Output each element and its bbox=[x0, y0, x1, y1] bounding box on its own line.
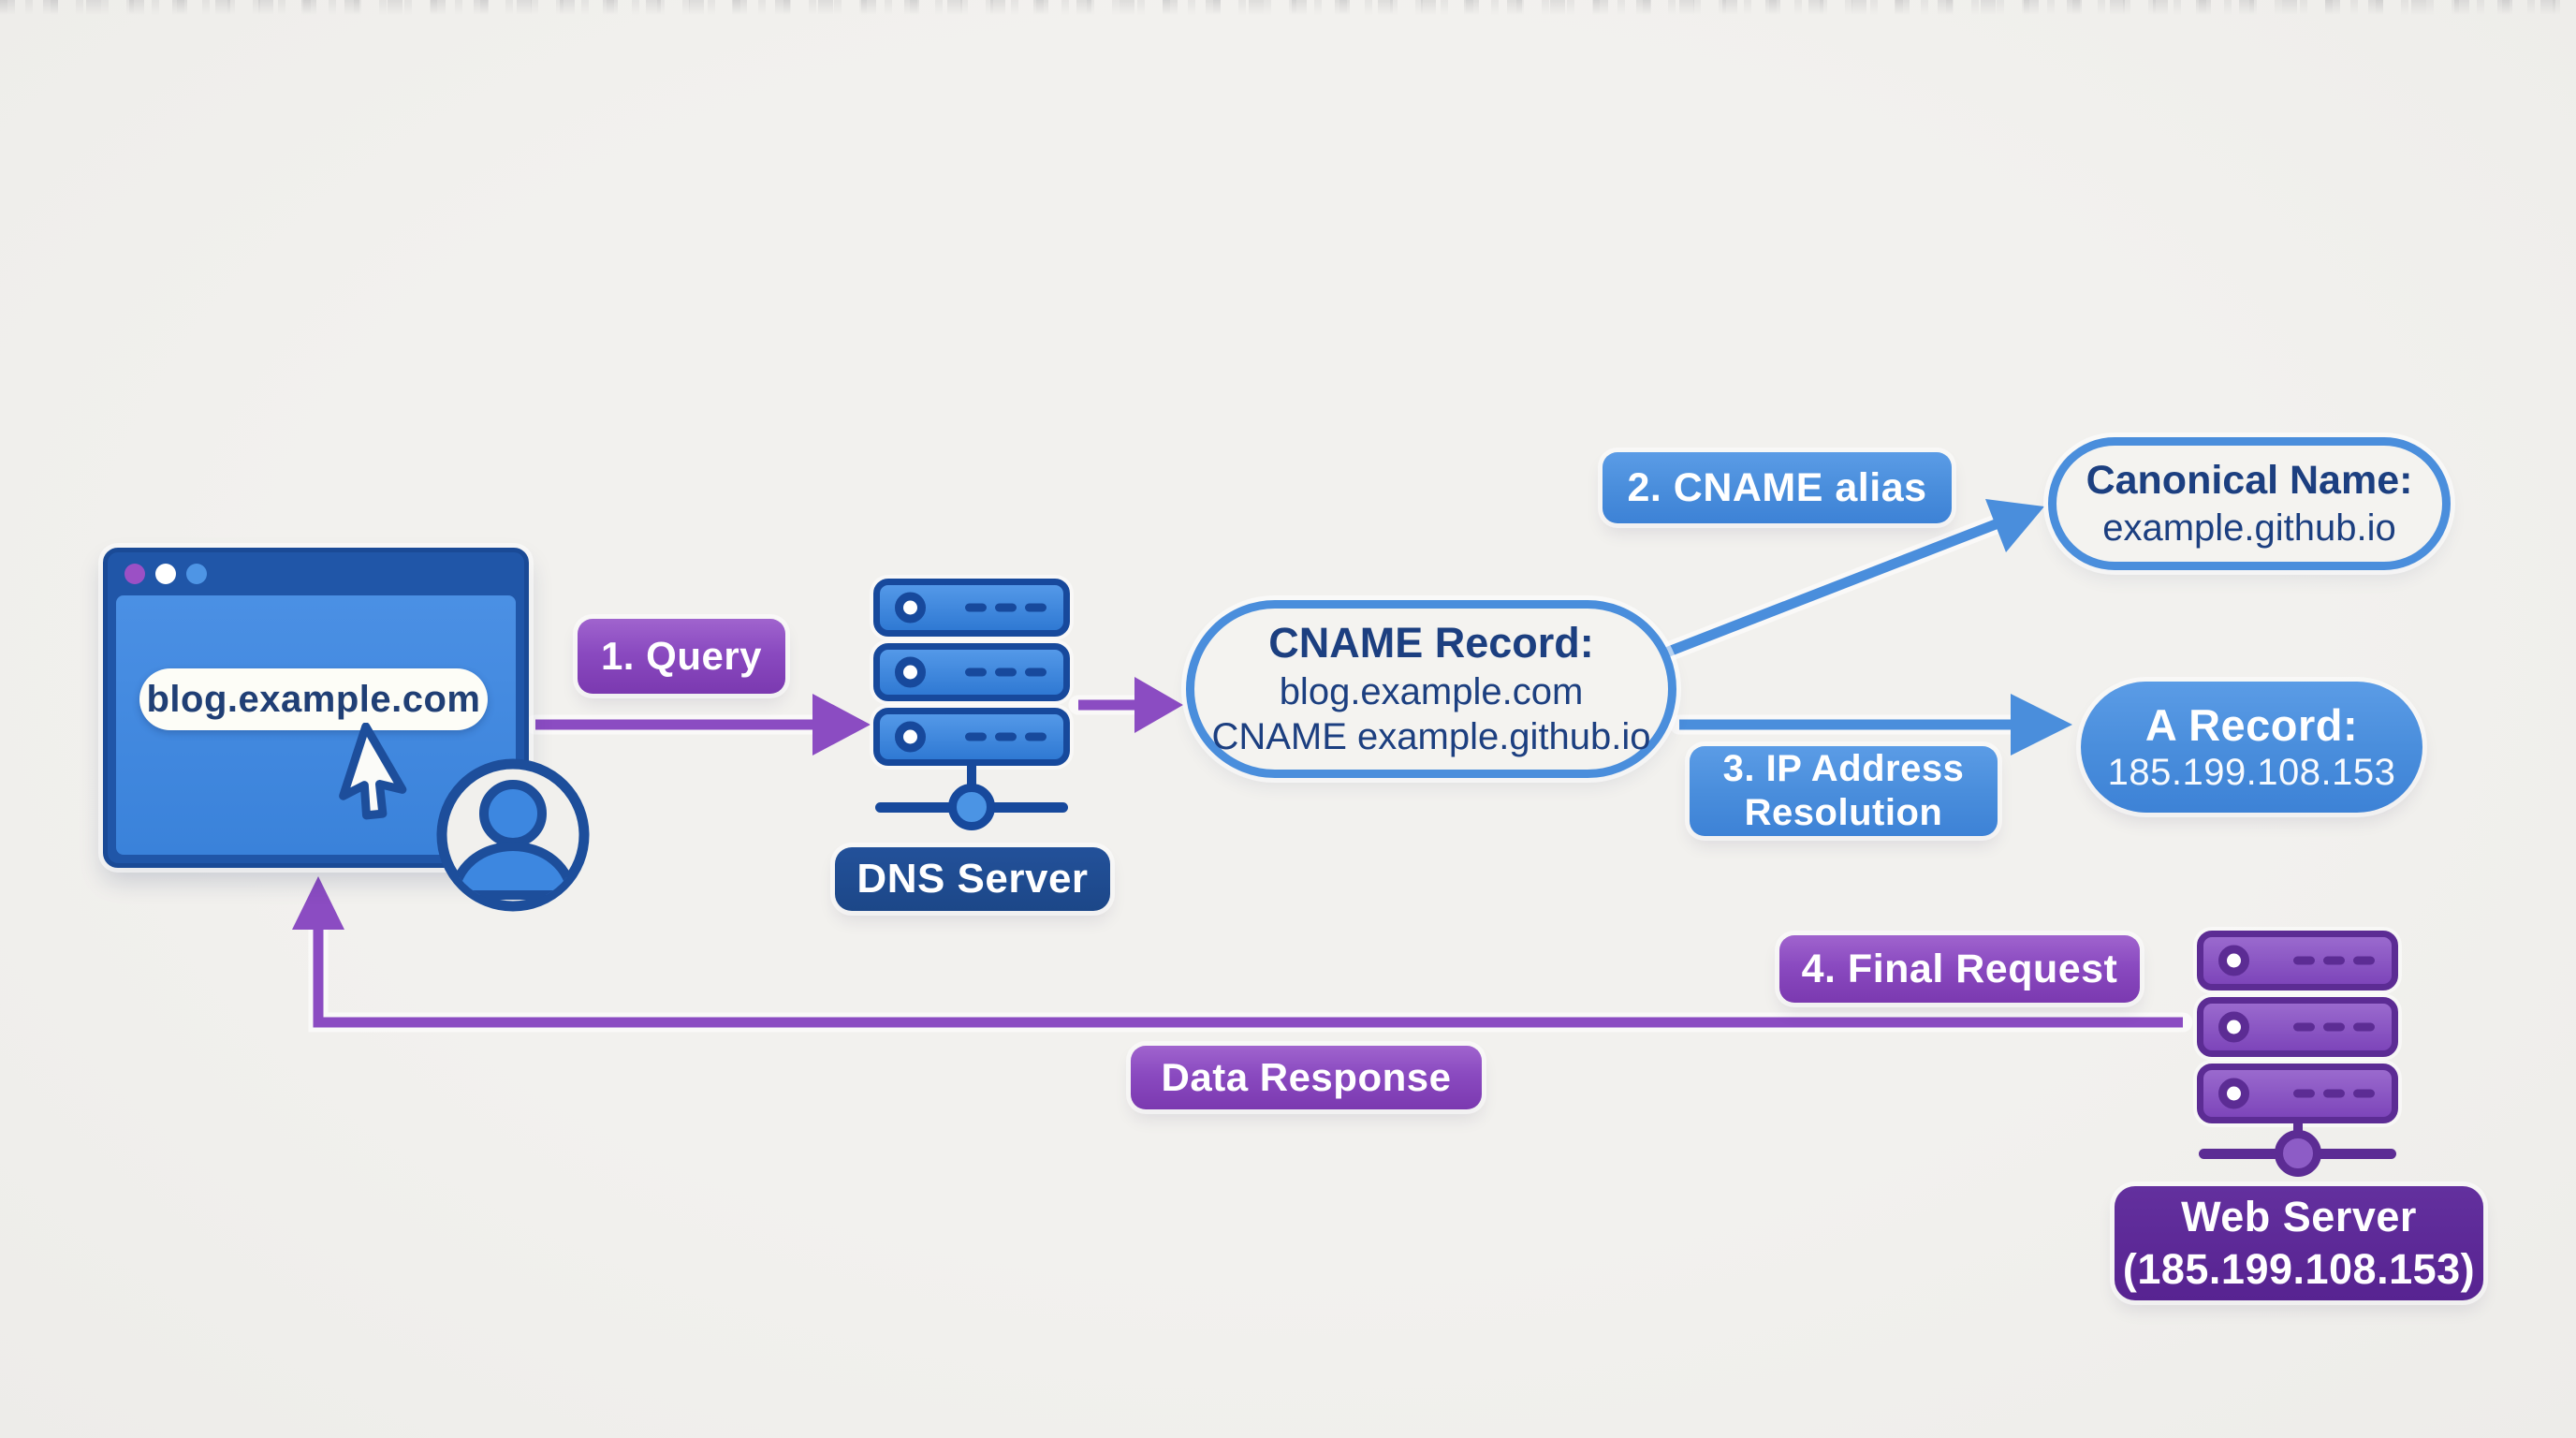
server-unit bbox=[873, 708, 1070, 766]
data-response-label: Data Response bbox=[1161, 1055, 1452, 1100]
server-led-icon bbox=[2218, 1011, 2249, 1043]
web-server-stack-icon bbox=[2197, 931, 2398, 1177]
server-unit bbox=[873, 643, 1070, 701]
server-led-icon bbox=[895, 656, 926, 688]
server-vents-icon bbox=[965, 732, 1046, 741]
server-vents-icon bbox=[2293, 1089, 2375, 1098]
server-unit bbox=[2197, 997, 2398, 1057]
a-record-title: A Record: bbox=[2144, 699, 2359, 750]
dns-to-cname-arrow bbox=[1078, 677, 1183, 733]
data-response-arrow bbox=[292, 876, 2183, 1028]
step-query-label: 1. Query bbox=[600, 634, 763, 679]
step-cname-alias-badge: 2. CNAME alias bbox=[1603, 452, 1952, 523]
server-vents-icon bbox=[2293, 1022, 2375, 1032]
address-bar: blog.example.com bbox=[139, 668, 488, 730]
window-dot-purple bbox=[124, 564, 145, 584]
web-server-label-line1: Web Server bbox=[2181, 1192, 2417, 1240]
address-url: blog.example.com bbox=[146, 678, 481, 720]
ip-resolution-arrow bbox=[1679, 694, 2072, 756]
dns-server-label: DNS Server bbox=[856, 856, 1089, 902]
a-record-pill: A Record: 185.199.108.153 bbox=[2081, 682, 2422, 813]
server-led-icon bbox=[895, 721, 926, 753]
web-server-badge: Web Server (185.199.108.153) bbox=[2115, 1186, 2483, 1300]
server-vents-icon bbox=[965, 603, 1046, 612]
step-ip-resolution-badge: 3. IP Address Resolution bbox=[1690, 746, 1998, 836]
top-edge-artifacts bbox=[0, 0, 2576, 15]
step-query-badge: 1. Query bbox=[578, 619, 785, 694]
cname-alias-arrow bbox=[1664, 499, 2044, 658]
user-avatar-icon bbox=[436, 758, 590, 912]
dns-server-stack-icon bbox=[873, 579, 1070, 830]
dns-server-badge: DNS Server bbox=[835, 847, 1110, 911]
network-node-icon bbox=[2274, 1130, 2321, 1177]
cursor-arrow-icon bbox=[339, 723, 407, 820]
web-server-label-line2: (185.199.108.153) bbox=[2122, 1245, 2476, 1293]
server-vents-icon bbox=[2293, 956, 2375, 965]
window-controls bbox=[124, 564, 207, 584]
step-final-request-badge: 4. Final Request bbox=[1779, 935, 2140, 1003]
canonical-name-title: Canonical Name: bbox=[2086, 458, 2413, 504]
cname-record-bubble: CNAME Record: blog.example.com CNAME exa… bbox=[1186, 600, 1676, 778]
server-unit bbox=[2197, 1064, 2398, 1123]
data-response-badge: Data Response bbox=[1131, 1046, 1482, 1109]
cname-record-line1: blog.example.com bbox=[1279, 670, 1584, 712]
canonical-name-value: example.github.io bbox=[2102, 506, 2396, 549]
step-ip-resolution-line2: Resolution bbox=[1744, 792, 1943, 833]
network-node-icon bbox=[948, 784, 995, 830]
server-led-icon bbox=[895, 592, 926, 624]
server-vents-icon bbox=[965, 668, 1046, 677]
query-arrow bbox=[535, 694, 871, 756]
step-final-request-label: 4. Final Request bbox=[1801, 946, 2118, 991]
server-unit bbox=[2197, 931, 2398, 990]
network-stem bbox=[967, 766, 976, 796]
window-dot-white bbox=[155, 564, 176, 584]
server-led-icon bbox=[2218, 1078, 2249, 1109]
step-cname-alias-label: 2. CNAME alias bbox=[1627, 464, 1927, 510]
cname-record-title: CNAME Record: bbox=[1268, 618, 1594, 667]
a-record-value: 185.199.108.153 bbox=[2107, 752, 2396, 794]
server-led-icon bbox=[2218, 945, 2249, 976]
cname-record-line2: CNAME example.github.io bbox=[1211, 716, 1651, 758]
canonical-name-bubble: Canonical Name: example.github.io bbox=[2048, 437, 2451, 570]
server-unit bbox=[873, 579, 1070, 637]
step-ip-resolution-line1: 3. IP Address bbox=[1722, 747, 1965, 789]
window-dot-blue bbox=[186, 564, 207, 584]
